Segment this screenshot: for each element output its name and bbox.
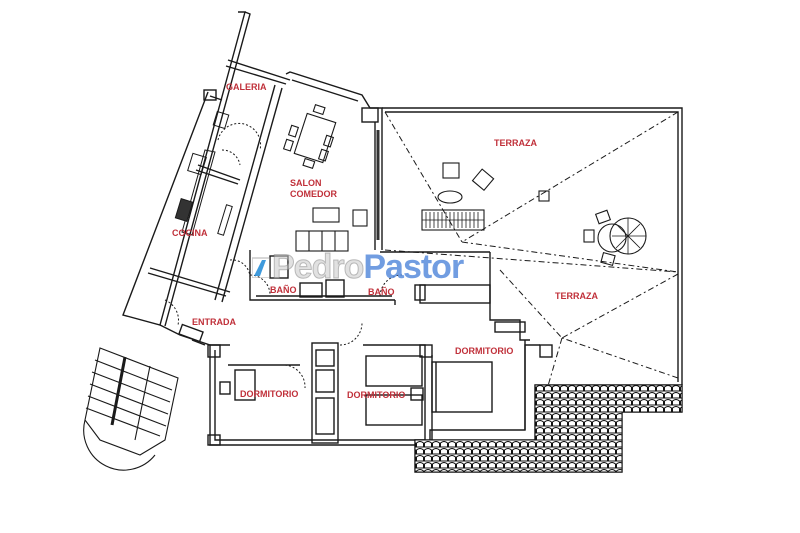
watermark-pedro: Pedro (271, 248, 364, 286)
kitchen-counters (174, 110, 233, 236)
room-label-terraza-east: TERRAZA (555, 291, 598, 301)
watermark-pastor: Pastor (363, 248, 464, 286)
room-label-bano-1: BAÑO (270, 285, 297, 295)
room-label-galeria: GALERIA (226, 82, 267, 92)
sofa (295, 207, 368, 252)
room-label-entrada: ENTRADA (192, 317, 236, 327)
watermark: Pedro Pastor (252, 248, 464, 286)
room-label-salon: SALON (290, 178, 322, 188)
room-label-comedor: COMEDOR (290, 189, 337, 199)
room-label-dormitorio-2: DORMITORIO (347, 390, 406, 400)
room-label-dormitorio-1: DORMITORIO (240, 389, 299, 399)
room-label-bano-2: BAÑO (368, 287, 395, 297)
bathroom-walls (249, 250, 530, 341)
room-label-terraza-north: TERRAZA (494, 138, 537, 148)
room-label-salon-comedor: SALON COMEDOR (290, 178, 337, 200)
roof-tiles (414, 384, 683, 473)
door-swings (164, 122, 403, 389)
dining-table (282, 103, 337, 170)
bedroom-walls (159, 321, 553, 446)
salon-walls (285, 71, 383, 250)
slope-lines (384, 111, 679, 421)
room-label-cocina: COCINA (172, 228, 208, 238)
room-label-dormitorio-master: DORMITORIO (455, 346, 514, 356)
watermark-logo-icon (252, 257, 270, 278)
terrace-furniture (421, 162, 647, 419)
entrance-walls (178, 323, 206, 346)
staircase (83, 347, 179, 471)
